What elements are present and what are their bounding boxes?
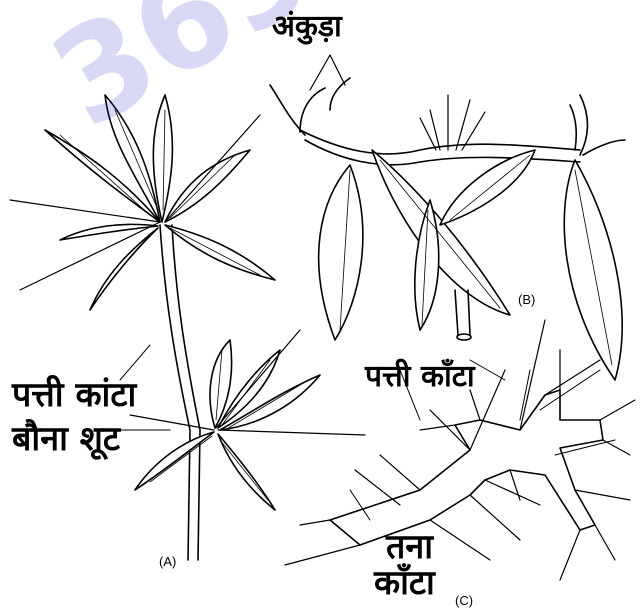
figure-a-tag: (A) <box>159 555 176 568</box>
stem-thorn-label: काँटा <box>374 566 435 600</box>
hook-label: अंकुड़ा <box>272 12 342 42</box>
thorny-branch <box>330 390 603 545</box>
figure-b-tag: (B) <box>518 293 535 306</box>
leaf-spine-label: पत्ती कांटा <box>12 378 136 412</box>
figure-c-tag: (C) <box>455 594 473 607</box>
hook-tendrils-right <box>570 95 625 155</box>
figure-a <box>10 95 365 560</box>
stem-a <box>160 225 200 560</box>
leaf-spine-label-c: पत्ती काँटा <box>365 362 475 392</box>
lower-leaf-whorl <box>130 330 365 510</box>
stem-label: तना <box>386 530 433 564</box>
hook-leaves <box>319 150 622 380</box>
dwarf-shoot-label: बौना शूट <box>12 422 120 456</box>
figure-b <box>270 55 625 380</box>
hook-tendrils-left <box>270 78 350 135</box>
